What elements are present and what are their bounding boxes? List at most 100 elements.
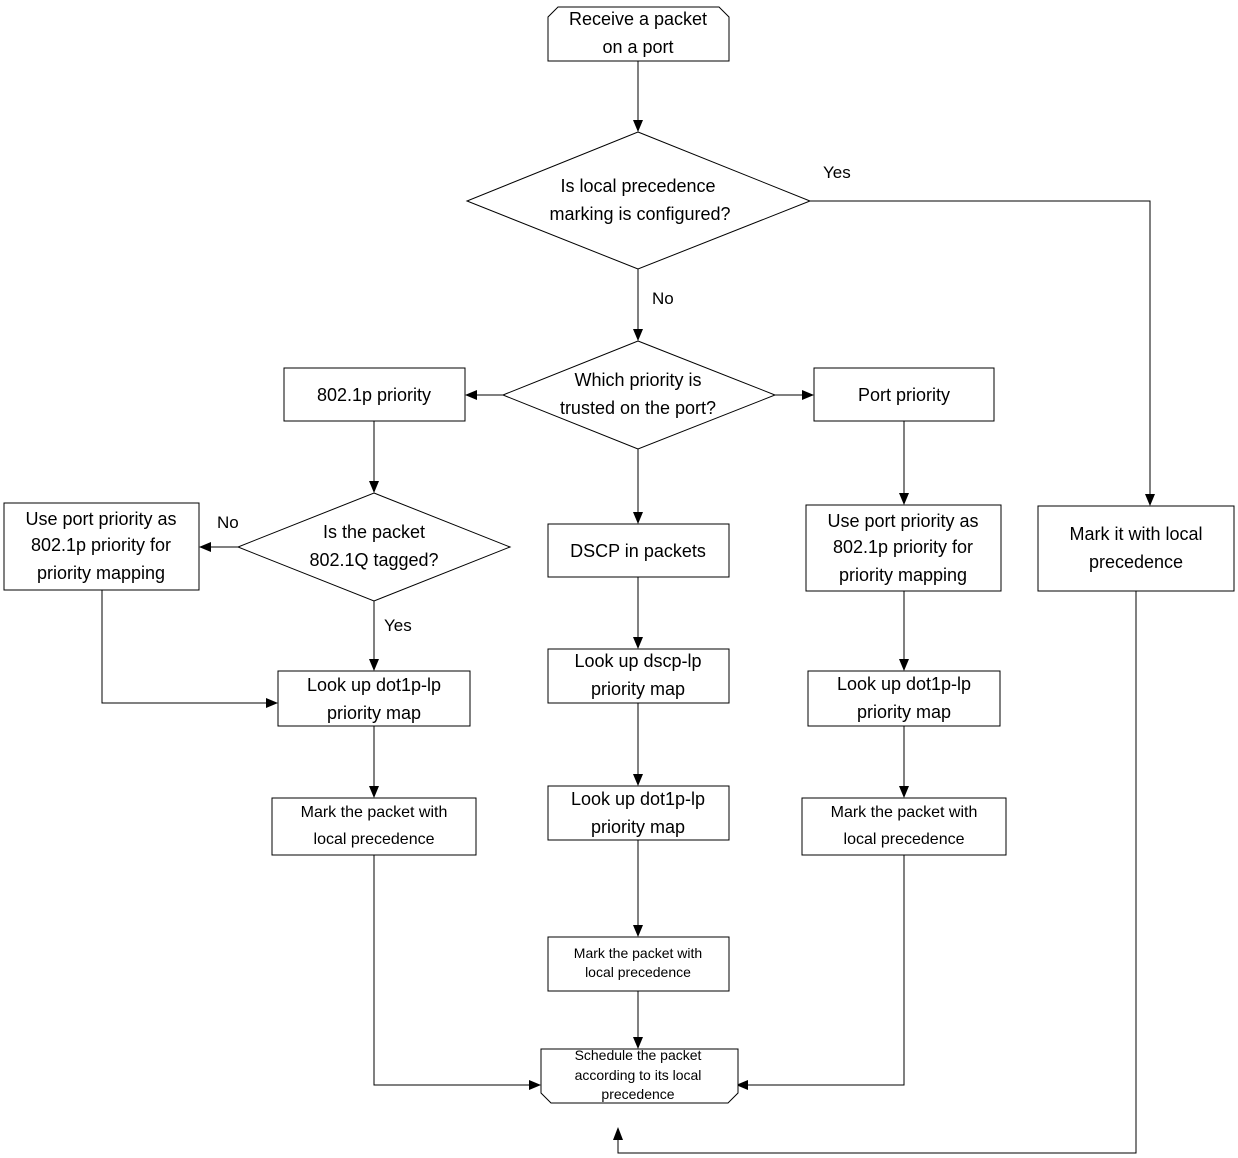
- decision-trust-line-2: trusted on the port?: [560, 398, 716, 418]
- schedule-shape: [540, 1048, 739, 1104]
- use-port-priority-right-box: [805, 504, 1002, 592]
- decision-local-marking-line-1: Is local precedence: [560, 176, 715, 196]
- mark-packet-center-box: [547, 936, 730, 992]
- decision-local-marking-shape: [465, 131, 812, 270]
- node-mark-packet-center: Mark the packet with local precedence: [547, 936, 730, 992]
- mark-packet-right-line-1: Mark the packet with: [831, 804, 978, 821]
- lookup-dscp-line-1: Look up dscp-lp: [574, 651, 701, 671]
- decision-trust-line-1: Which priority is: [574, 370, 701, 390]
- node-dscp-in-packets: DSCP in packets: [547, 523, 730, 578]
- lookup-dot1p-center-box: [547, 785, 730, 841]
- arrowhead: [633, 329, 643, 341]
- edge-mark-right-to-schedule: [748, 855, 905, 1086]
- lookup-dot1p-right-line-1: Look up dot1p-lp: [837, 674, 971, 694]
- mark-packet-center-line-1: Mark the packet with: [574, 945, 702, 961]
- node-mark-packet-right: Mark the packet with local precedence: [801, 797, 1007, 856]
- start-shape: [547, 6, 730, 62]
- node-lookup-dot1p-right: Look up dot1p-lp priority map: [807, 670, 1001, 727]
- edge-label-yes-tagged: Yes: [384, 616, 412, 635]
- node-use-port-priority-left: Use port priority as 802.1p priority for…: [3, 502, 200, 591]
- connectors: [101, 61, 1155, 1154]
- lookup-dot1p-right-line-2: priority map: [857, 702, 951, 722]
- arrowhead: [633, 774, 643, 786]
- port-priority-label: Port priority: [858, 385, 950, 405]
- mark-packet-left-line-1: Mark the packet with: [301, 804, 448, 821]
- use-port-priority-right-line-3: priority mapping: [839, 565, 967, 585]
- arrowhead: [465, 390, 477, 400]
- dscp-in-packets-label: DSCP in packets: [570, 541, 706, 561]
- arrowhead: [736, 1080, 748, 1090]
- edge-label-no-local: No: [652, 289, 674, 308]
- decision-tagged-shape: [236, 492, 512, 602]
- mark-packet-right-line-2: local precedence: [844, 831, 965, 848]
- node-lookup-dot1p-center: Look up dot1p-lp priority map: [547, 785, 730, 841]
- use-port-priority-left-line-3: priority mapping: [37, 563, 165, 583]
- arrowhead: [633, 120, 643, 132]
- node-use-port-priority-right: Use port priority as 802.1p priority for…: [805, 504, 1002, 592]
- node-dot1p-priority: 802.1p priority: [283, 367, 466, 422]
- edge-label-yes-local: Yes: [823, 163, 851, 182]
- edge-yes-to-mark-local: [810, 200, 1151, 494]
- mark-packet-left-line-2: local precedence: [314, 831, 435, 848]
- edge-use-port-left-to-lookup: [101, 590, 266, 704]
- edge-mark-left-to-schedule: [373, 855, 529, 1086]
- mark-local-line-1: Mark it with local: [1069, 524, 1202, 544]
- start-line-2: on a port: [602, 37, 673, 57]
- decision-tagged-line-1: Is the packet: [323, 522, 425, 542]
- decision-local-marking-line-2: marking is configured?: [549, 204, 730, 224]
- lookup-dot1p-left-box: [277, 670, 471, 727]
- arrowhead: [802, 390, 814, 400]
- dot1p-priority-label: 802.1p priority: [317, 385, 431, 405]
- dot1p-priority-box: [283, 367, 466, 422]
- arrowhead: [633, 512, 643, 524]
- lookup-dot1p-center-line-2: priority map: [591, 817, 685, 837]
- arrowhead: [369, 481, 379, 493]
- node-schedule: Schedule the packet according to its loc…: [540, 1047, 739, 1104]
- lookup-dot1p-center-line-1: Look up dot1p-lp: [571, 789, 705, 809]
- schedule-line-2: according to its local: [575, 1067, 702, 1083]
- decision-trust-shape: [501, 340, 777, 450]
- node-decision-tagged: Is the packet 802.1Q tagged?: [236, 492, 512, 602]
- edge-labels: Yes No No Yes: [217, 163, 851, 635]
- schedule-line-1: Schedule the packet: [575, 1047, 702, 1063]
- lookup-dot1p-right-box: [807, 670, 1001, 727]
- arrowhead: [613, 1127, 623, 1140]
- mark-local-box: [1037, 505, 1235, 592]
- mark-packet-right-box: [801, 797, 1007, 856]
- use-port-priority-left-line-1: Use port priority as: [25, 509, 176, 529]
- use-port-priority-left-box: [3, 502, 200, 591]
- node-lookup-dscp: Look up dscp-lp priority map: [547, 648, 730, 704]
- arrowhead: [529, 1080, 541, 1090]
- lookup-dscp-box: [547, 648, 730, 704]
- use-port-priority-left-line-2: 802.1p priority for: [31, 535, 171, 555]
- arrowhead: [633, 1037, 643, 1049]
- mark-local-line-2: precedence: [1089, 552, 1183, 572]
- arrowhead: [633, 637, 643, 649]
- arrowhead: [899, 659, 909, 671]
- lookup-dot1p-left-line-2: priority map: [327, 703, 421, 723]
- arrowhead: [899, 493, 909, 505]
- schedule-line-3: precedence: [601, 1086, 674, 1102]
- node-lookup-dot1p-left: Look up dot1p-lp priority map: [277, 670, 471, 727]
- decision-tagged-line-2: 802.1Q tagged?: [309, 550, 438, 570]
- mark-packet-center-line-2: local precedence: [585, 964, 691, 980]
- edge-label-no-tagged: No: [217, 513, 239, 532]
- node-port-priority: Port priority: [813, 367, 995, 422]
- edge-mark-local-to-schedule: [617, 591, 1137, 1154]
- port-priority-box: [813, 367, 995, 422]
- dscp-in-packets-box: [547, 523, 730, 578]
- node-mark-packet-left: Mark the packet with local precedence: [271, 797, 477, 856]
- lookup-dscp-line-2: priority map: [591, 679, 685, 699]
- use-port-priority-right-line-1: Use port priority as: [827, 511, 978, 531]
- node-mark-local: Mark it with local precedence: [1037, 505, 1235, 592]
- arrowhead: [369, 786, 379, 798]
- mark-packet-left-box: [271, 797, 477, 856]
- node-decision-local-marking: Is local precedence marking is configure…: [465, 131, 812, 270]
- arrowhead: [1145, 494, 1155, 506]
- arrowhead: [199, 542, 211, 552]
- arrowhead: [266, 698, 278, 708]
- use-port-priority-right-line-2: 802.1p priority for: [833, 537, 973, 557]
- lookup-dot1p-left-line-1: Look up dot1p-lp: [307, 675, 441, 695]
